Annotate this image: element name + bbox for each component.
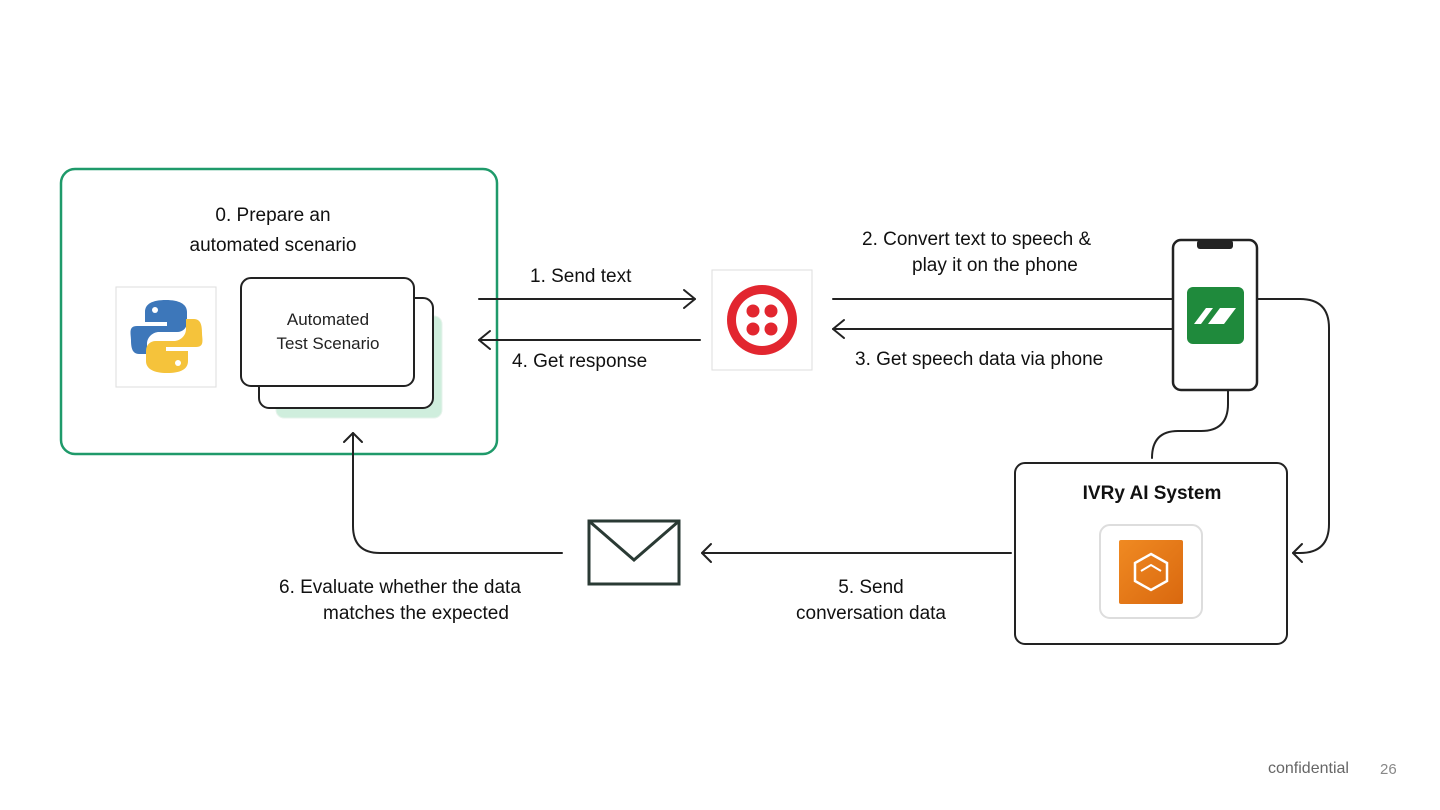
- step-6-line2: matches the expected: [323, 603, 509, 624]
- arrowhead-send-conversation-data: [701, 543, 712, 563]
- step-0-line1: 0. Prepare an: [215, 205, 331, 226]
- arrowhead-phone-to-system: [1292, 543, 1303, 563]
- step-5-label: 5. Send conversation data: [760, 575, 982, 627]
- aws-ecs-icon: [1099, 524, 1203, 619]
- step-1-label: 1. Send text: [530, 266, 632, 287]
- step-3-label: 3. Get speech data via phone: [855, 349, 1104, 370]
- step-0-line2: automated scenario: [189, 235, 357, 256]
- step-0-label: 0. Prepare an automated scenario: [160, 203, 386, 259]
- connector-phone-wire: [1151, 389, 1229, 459]
- scenario-card-line1: Automated: [286, 310, 370, 329]
- ivry-ai-system-title: IVRy AI System: [1082, 483, 1222, 504]
- arrowhead-get-speech-data: [832, 319, 845, 339]
- scenario-frame: [59, 167, 499, 456]
- step-6-line1: 6. Evaluate whether the data: [279, 577, 521, 598]
- step-4-label: 4. Get response: [512, 351, 648, 372]
- arrowhead-send-text: [683, 289, 696, 309]
- page-number: 26: [1380, 761, 1397, 778]
- twilio-logo-icon: [711, 269, 813, 371]
- arrowhead-get-response: [478, 330, 491, 350]
- step-5-line2: conversation data: [796, 603, 946, 624]
- ivry-app-icon: [1187, 287, 1244, 344]
- step-2-line1: 2. Convert text to speech &: [862, 229, 1092, 250]
- step-2-line2: play it on the phone: [912, 255, 1078, 276]
- confidential-label: confidential: [1268, 760, 1349, 777]
- connector-phone-to-system: [1256, 298, 1330, 554]
- arrowhead-evaluate: [343, 432, 363, 443]
- envelope-icon: [587, 519, 681, 586]
- scenario-card-label: Automated Test Scenario: [242, 308, 414, 356]
- scenario-card-stack: [240, 277, 443, 419]
- arrow-evaluate: [352, 432, 563, 554]
- python-logo-icon: [115, 286, 217, 388]
- step-5-line1: 5. Send: [838, 577, 904, 598]
- scenario-card-line2: Test Scenario: [276, 334, 380, 353]
